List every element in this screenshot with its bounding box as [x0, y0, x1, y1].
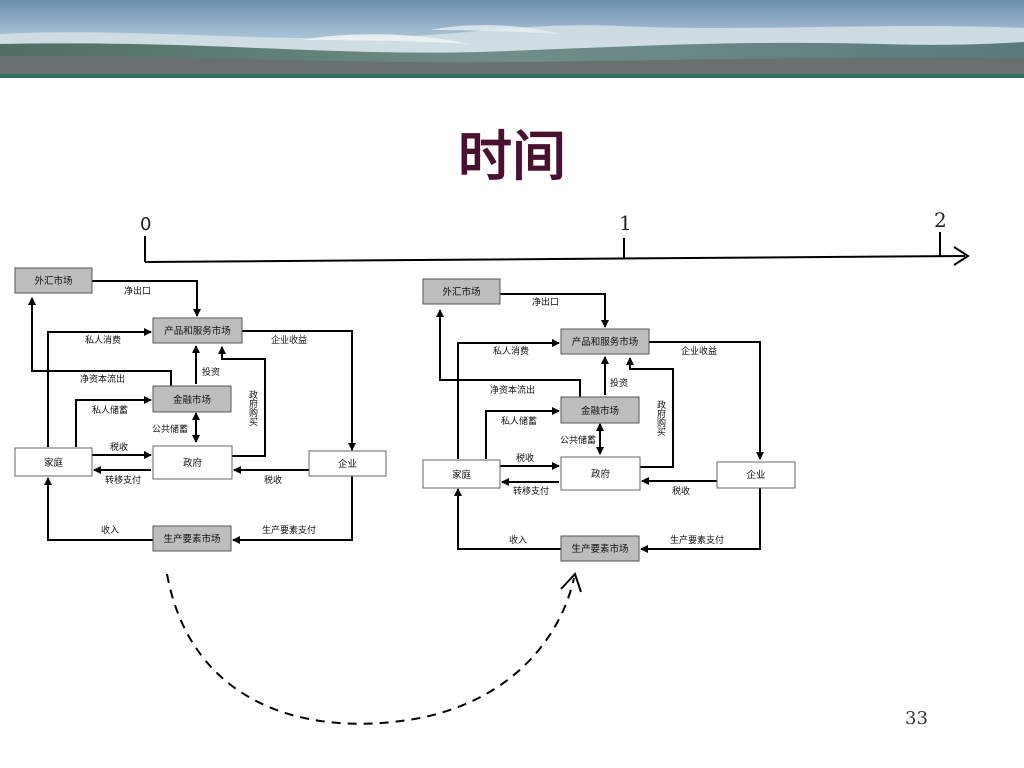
edge-label-government-purchases: 政府购买	[655, 399, 666, 437]
edge-label-household-taxes: 税收	[516, 452, 534, 464]
node-factor-market	[152, 525, 232, 552]
node-firm-label: 企业	[338, 458, 357, 470]
edge-income	[454, 488, 561, 550]
edge-label-private-saving: 私人储蓄	[92, 404, 128, 416]
edge-factor-payments	[232, 476, 353, 544]
edge-label-firm-taxes: 税收	[264, 474, 282, 486]
edge-net-exports	[92, 280, 201, 317]
edge-government-purchases	[626, 357, 674, 468]
node-household	[422, 459, 501, 489]
page-number: 33	[905, 708, 928, 729]
dashed-transition-arrowhead	[560, 572, 582, 593]
edge-income	[44, 477, 153, 541]
edge-label-firm-taxes: 税收	[672, 485, 690, 497]
edge-net-capital-outflow	[28, 297, 172, 386]
timeline-label-0: 0	[140, 214, 151, 235]
timeline-arrowhead	[953, 246, 970, 266]
banner-landscape-image	[0, 0, 1024, 78]
edge-label-government-purchases: 政府购买	[247, 389, 258, 427]
node-financial-market	[560, 396, 640, 424]
node-goods-market	[152, 317, 243, 344]
node-factor-market-label: 生产要素市场	[571, 543, 628, 555]
edge-label-net-capital-outflow: 净资本流出	[490, 384, 535, 396]
circular-flow-diagram-period-0: 外汇市场 产品和服务市场 金融市场 家庭 政府 企业 生产要素市场 净出口 私人…	[14, 267, 387, 552]
edge-label-transfers: 转移支付	[105, 474, 141, 486]
node-household	[14, 447, 93, 477]
timeline: 0 1 2	[140, 208, 970, 266]
edge-label-net-exports: 净出口	[124, 285, 151, 297]
node-financial-market-label: 金融市场	[581, 405, 619, 417]
edge-net-exports	[500, 293, 609, 328]
node-financial-market	[152, 385, 232, 413]
slide-title: 时间	[458, 124, 566, 188]
edge-label-factor-payments: 生产要素支付	[262, 524, 316, 536]
edge-label-investment: 投资	[202, 366, 220, 378]
node-government	[152, 445, 233, 480]
node-fx-market-label: 外汇市场	[442, 286, 480, 298]
node-goods-market-label: 产品和服务市场	[572, 336, 639, 348]
node-government-label: 政府	[591, 468, 611, 480]
timeline-axis	[144, 255, 966, 263]
edge-factor-payments	[640, 488, 761, 553]
edge-firm-revenue	[242, 330, 356, 451]
timeline-label-1: 1	[619, 211, 632, 235]
node-factor-market	[560, 535, 640, 562]
edge-private-saving	[485, 407, 560, 459]
edge-label-investment: 投资	[610, 377, 628, 389]
node-household-label: 家庭	[44, 457, 64, 469]
node-government-label: 政府	[183, 457, 203, 469]
edge-label-private-saving: 私人储蓄	[501, 415, 537, 427]
node-fx-market	[14, 267, 93, 294]
edge-private-consumption	[47, 328, 152, 447]
node-firm-label: 企业	[746, 469, 765, 481]
edge-label-firm-revenue: 企业收益	[681, 345, 717, 357]
edge-label-household-taxes: 税收	[110, 441, 128, 453]
edge-label-firm-revenue: 企业收益	[271, 334, 307, 346]
node-household-label: 家庭	[452, 469, 472, 481]
edge-label-private-consumption: 私人消费	[85, 334, 121, 346]
edge-label-private-consumption: 私人消费	[493, 345, 529, 357]
edge-private-saving	[75, 396, 152, 447]
node-fx-market-label: 外汇市场	[34, 275, 72, 287]
timeline-label-2: 2	[934, 208, 947, 232]
dashed-transition-arrow	[166, 573, 575, 725]
node-firm	[308, 450, 387, 477]
header-banner	[0, 0, 1024, 78]
node-financial-market-label: 金融市场	[173, 394, 211, 406]
edge-label-net-exports: 净出口	[532, 296, 559, 308]
edge-net-capital-outflow	[436, 309, 581, 397]
edge-private-consumption	[457, 339, 560, 459]
edge-firm-revenue	[649, 341, 764, 460]
edge-label-transfers: 转移支付	[513, 485, 549, 497]
edge-label-income: 收入	[509, 534, 527, 546]
edge-government-purchases	[218, 346, 266, 457]
node-firm	[716, 461, 796, 489]
node-factor-market-label: 生产要素市场	[163, 533, 220, 545]
node-goods-market-label: 产品和服务市场	[164, 325, 231, 337]
edge-label-net-capital-outflow: 净资本流出	[80, 373, 125, 385]
edge-label-public-saving: 公共储蓄	[560, 434, 596, 446]
edge-label-public-saving: 公共储蓄	[152, 423, 188, 435]
node-government	[560, 456, 641, 491]
node-fx-market	[422, 278, 501, 305]
node-goods-market	[560, 328, 650, 355]
edge-label-factor-payments: 生产要素支付	[670, 534, 724, 546]
edge-label-income: 收入	[101, 524, 119, 536]
circular-flow-diagram-period-1: 外汇市场 产品和服务市场 金融市场 家庭 政府 企业 生产要素市场 净出口 私人…	[422, 278, 796, 562]
